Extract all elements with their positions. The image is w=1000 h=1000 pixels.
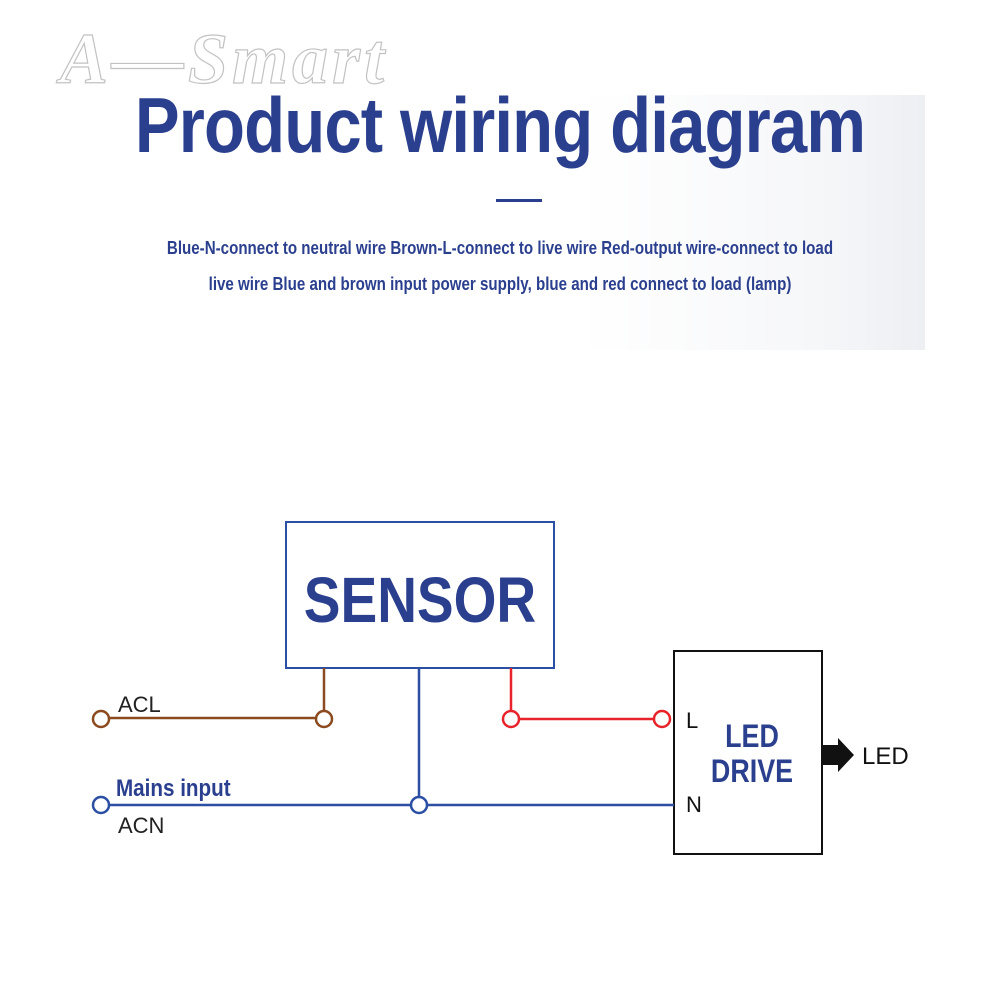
acl-label: ACL <box>118 692 161 717</box>
led-drive-box <box>673 650 823 855</box>
page-title: Product wiring diagram <box>134 81 866 169</box>
led-drive-label-line2: DRIVE <box>711 754 793 790</box>
mains-input-label: Mains input <box>116 775 231 802</box>
output-arrow-icon <box>822 738 854 772</box>
sensor-live-terminal <box>314 709 334 729</box>
neutral-junction <box>409 795 429 815</box>
acl-terminal <box>91 709 111 729</box>
led-drive-label-line1: LED <box>725 719 779 755</box>
sensor-output-terminal <box>501 709 521 729</box>
background-shade <box>580 95 925 350</box>
terminal-l-label: L <box>686 708 698 733</box>
acn-terminal <box>91 795 111 815</box>
wiring-description: Blue-N-connect to neutral wire Brown-L-c… <box>166 238 834 294</box>
title-divider <box>496 199 542 202</box>
sensor-label: SENSOR <box>304 564 536 636</box>
brand-watermark: A—Smart <box>59 18 389 99</box>
driver-l-terminal <box>652 709 672 729</box>
acn-label: ACN <box>118 813 164 838</box>
terminal-n-label: N <box>686 792 702 817</box>
sensor-box <box>285 521 555 669</box>
led-output-label: LED <box>862 743 909 770</box>
